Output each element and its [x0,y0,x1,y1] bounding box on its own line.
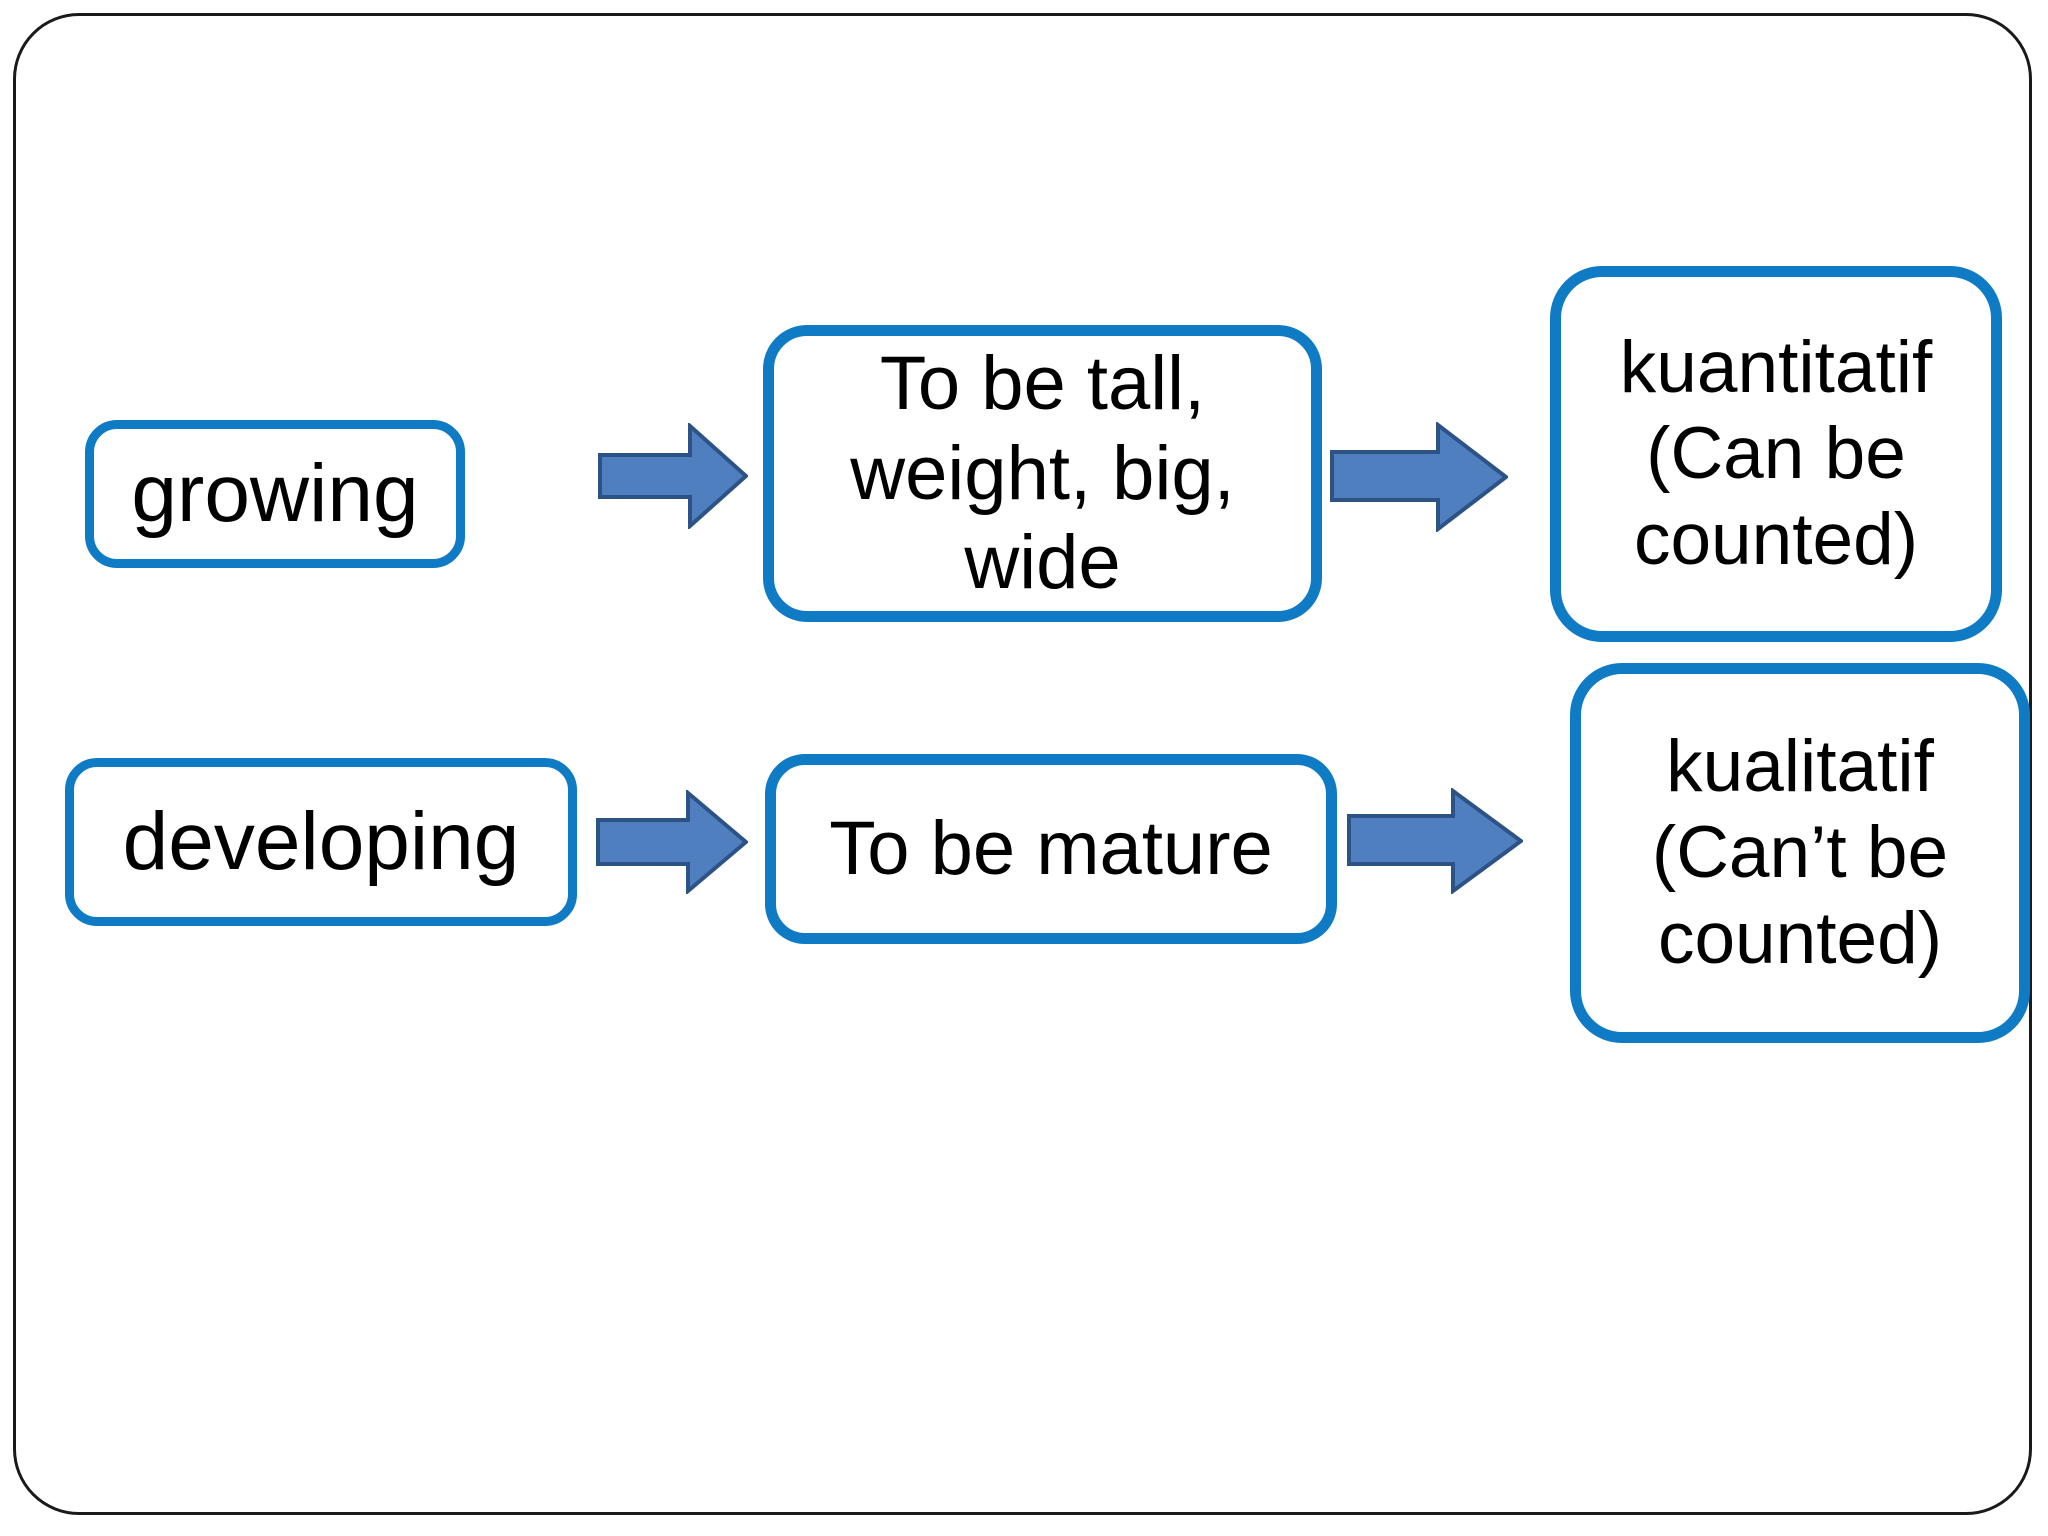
node-to-be-mature-label: To be mature [829,806,1273,892]
right-block-arrow-icon [598,423,748,529]
right-block-arrow-glyph [598,423,748,529]
node-growing[interactable]: growing [85,420,465,568]
right-block-arrow-icon [596,790,748,894]
node-to-be-mature[interactable]: To be mature [765,754,1337,944]
right-block-arrow-glyph [1347,788,1523,894]
right-block-arrow-icon [1330,422,1508,532]
right-block-arrow-glyph [596,790,748,894]
right-block-arrow-icon [1347,788,1523,894]
node-growing-label: growing [131,447,419,539]
node-kualitatif-label: kualitatif (Can’t be counted) [1651,725,1949,980]
node-to-be-tall[interactable]: To be tall, weight, big, wide [763,325,1322,622]
slide-border-frame [13,13,2032,1515]
node-developing-label: developing [122,795,520,887]
node-developing[interactable]: developing [65,758,577,926]
node-kuantitatif-label: kuantitatif (Can be counted) [1619,326,1933,581]
node-kuantitatif[interactable]: kuantitatif (Can be counted) [1550,266,2002,642]
node-kualitatif[interactable]: kualitatif (Can’t be counted) [1570,663,2030,1043]
node-to-be-tall-label: To be tall, weight, big, wide [850,340,1235,606]
right-block-arrow-glyph [1330,422,1508,532]
